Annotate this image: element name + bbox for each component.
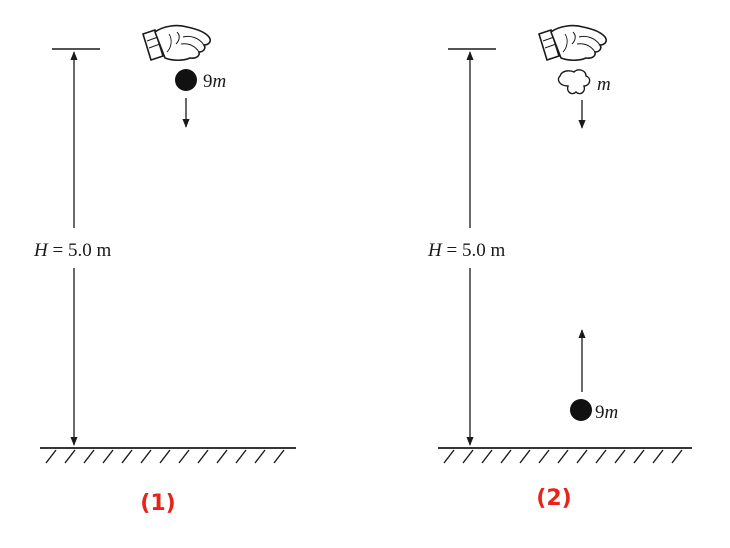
height-label: H = 5.0 m — [33, 240, 111, 261]
panel-2: H = 5.0 m m 9m — [427, 24, 692, 511]
panel-1: H = 5.0 m 9m — [33, 24, 296, 516]
ball-icon — [570, 399, 592, 421]
hand-icon — [142, 24, 211, 62]
height-label: H = 5.0 m — [427, 240, 505, 261]
ground-hatch — [438, 447, 692, 464]
rock-icon — [557, 69, 591, 95]
hand-icon — [538, 24, 607, 62]
ball-icon — [175, 69, 197, 91]
rock-mass-label: m — [597, 74, 611, 95]
panel-1-caption: (1) — [140, 491, 175, 516]
panel-2-caption: (2) — [536, 486, 571, 511]
ground-hatch — [40, 447, 296, 464]
ball-mass-label: 9m — [595, 402, 618, 423]
ball-mass-label: 9m — [203, 71, 226, 92]
